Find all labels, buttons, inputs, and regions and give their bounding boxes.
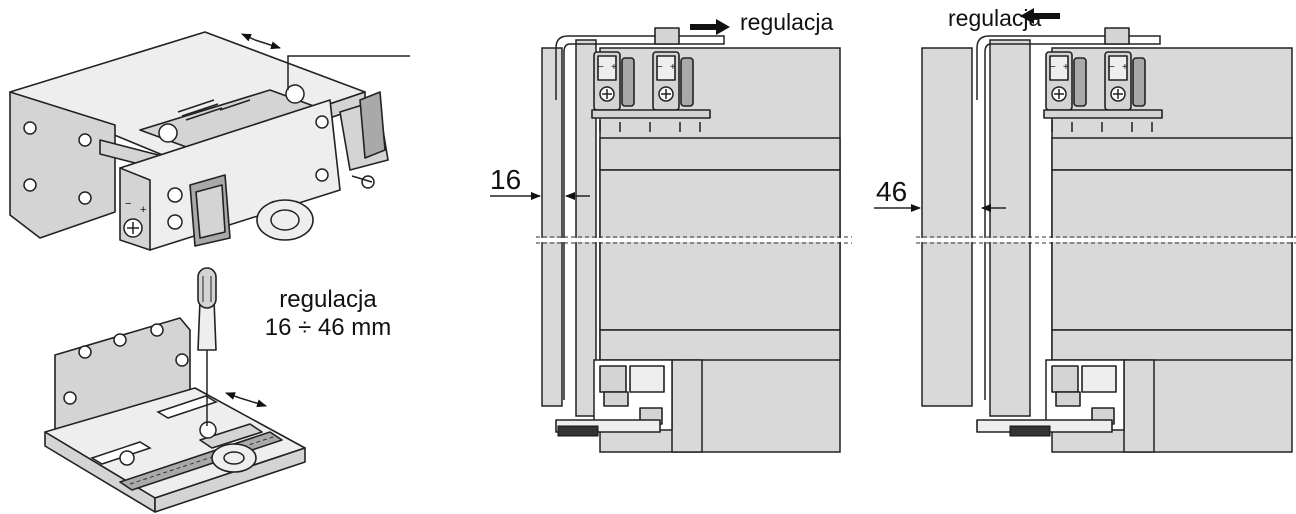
adjustment-range-label-line1: regulacja <box>279 286 377 313</box>
dimension-16-label: 16 <box>490 164 521 195</box>
top-bracket-illustration: − + <box>9 31 410 251</box>
adjustment-label-right-view: regulacja <box>948 5 1042 31</box>
adjustment-range-label-line2: 16 ÷ 46 mm <box>265 314 392 341</box>
section-view-46 <box>874 8 1296 453</box>
svg-text:−: − <box>125 198 131 210</box>
dimension-46-label: 46 <box>876 176 907 207</box>
adjustment-label-left-view: regulacja <box>740 9 834 35</box>
section-view-16 <box>490 19 852 453</box>
bottom-guide-illustration <box>44 267 306 513</box>
svg-text:+: + <box>140 204 146 216</box>
